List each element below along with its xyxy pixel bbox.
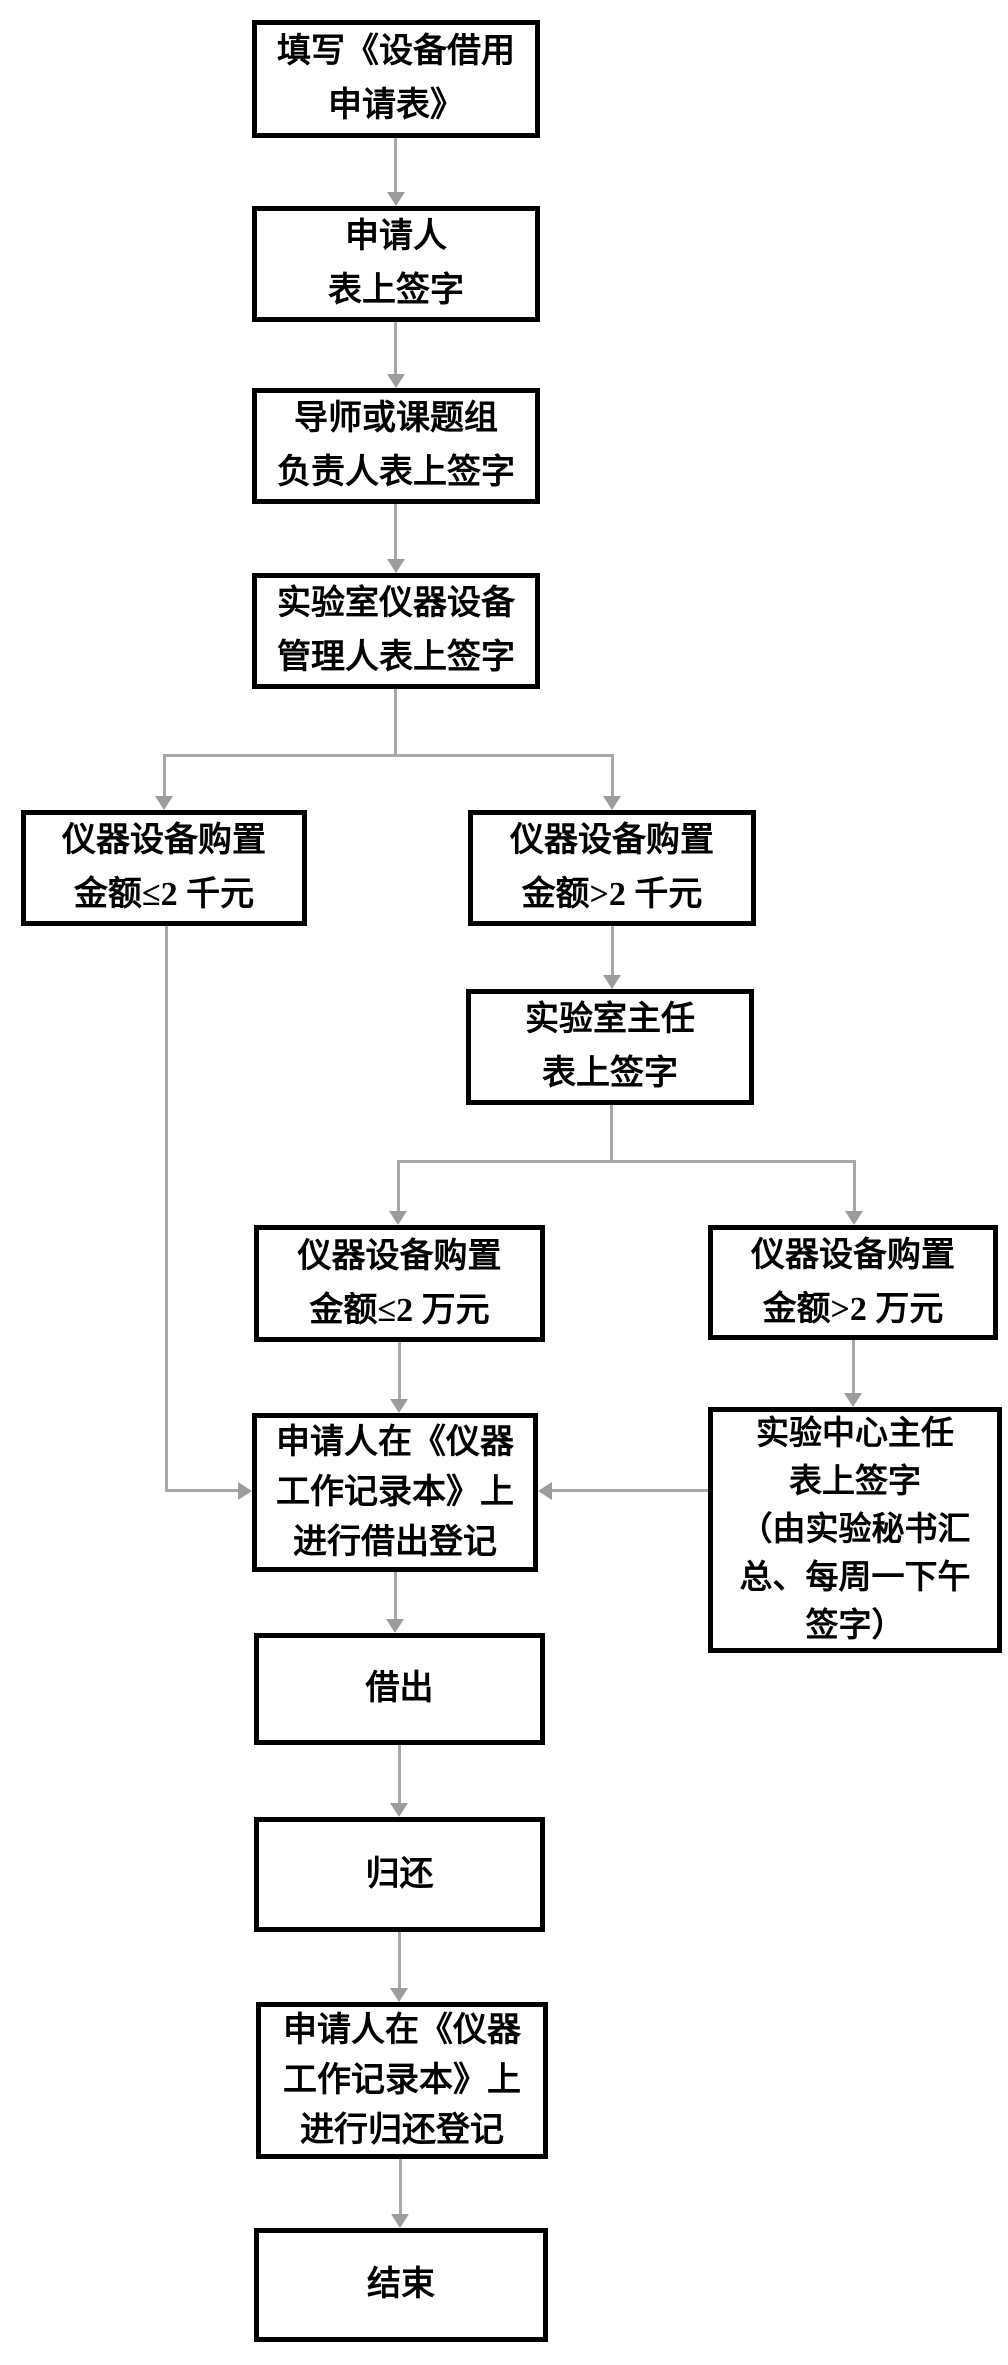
node-lend-register: 申请人在《仪器 工作记录本》上 进行借出登记 <box>252 1413 538 1572</box>
connector-labmanager-to-split1 <box>394 689 397 757</box>
arrowhead-down-icon <box>390 1988 408 2002</box>
node-supervisor-sign-line2: 负责人表上签字 <box>277 454 515 491</box>
node-return-register-line2: 工作记录本》上 <box>283 2061 521 2099</box>
split1-horizontal-line <box>164 754 614 757</box>
node-amount-le-2k: 仪器设备购置 金额≤2 千元 <box>21 810 307 926</box>
bypass-horizontal-line <box>165 1489 238 1492</box>
arrowhead-down-icon <box>390 1399 408 1413</box>
node-fill-form: 填写《设备借用 申请表》 <box>252 20 540 138</box>
arrowhead-down-icon <box>155 796 173 810</box>
node-amount-le-20k-line1: 仪器设备购置 <box>297 1237 502 1275</box>
arrowhead-down-icon <box>844 1393 862 1407</box>
arrowhead-down-icon <box>387 374 405 388</box>
node-lab-manager-sign-line1: 实验室仪器设备 <box>277 585 515 622</box>
node-lend-register-line2: 工作记录本》上 <box>276 1473 514 1511</box>
node-amount-le-2k-line1: 仪器设备购置 <box>62 822 266 859</box>
arrowhead-down-icon <box>390 1803 408 1817</box>
node-amount-le-20k-line2: 金额≤2 万元 <box>309 1291 490 1329</box>
node-return-register-line1: 申请人在《仪器 <box>283 2011 521 2049</box>
split2-horizontal-line <box>398 1160 856 1163</box>
node-supervisor-sign: 导师或课题组 负责人表上签字 <box>252 388 540 504</box>
node-amount-gt-20k-line1: 仪器设备购置 <box>751 1236 955 1274</box>
node-return-line1: 归还 <box>365 1855 434 1893</box>
node-return: 归还 <box>254 1817 545 1932</box>
node-center-director-sign-line5: 签字） <box>805 1608 905 1644</box>
node-amount-gt-2k: 仪器设备购置 金额>2 千元 <box>468 810 756 926</box>
connector-applicant-to-supervisor <box>394 322 397 375</box>
connector-le20k-to-lendregister <box>398 1342 401 1399</box>
arrowhead-down-icon <box>389 1211 407 1225</box>
node-lab-manager-sign-line2: 管理人表上签字 <box>277 639 515 676</box>
bypass-vertical-line <box>165 926 168 1492</box>
node-end-line1: 结束 <box>367 2266 435 2303</box>
arrowhead-down-icon <box>845 1211 863 1225</box>
node-return-register: 申请人在《仪器 工作记录本》上 进行归还登记 <box>256 2002 548 2159</box>
node-lab-director-sign-line1: 实验室主任 <box>525 1001 695 1038</box>
arrowhead-down-icon <box>387 192 405 206</box>
split1-left-drop <box>163 754 166 796</box>
arrowhead-left-icon <box>538 1482 552 1500</box>
arrowhead-down-icon <box>386 1619 404 1633</box>
node-amount-gt-20k: 仪器设备购置 金额>2 万元 <box>708 1225 998 1340</box>
node-amount-le-20k: 仪器设备购置 金额≤2 万元 <box>254 1225 545 1342</box>
node-end: 结束 <box>254 2228 548 2342</box>
node-return-register-line3: 进行归还登记 <box>300 2111 504 2149</box>
split2-left-drop <box>397 1160 400 1211</box>
arrowhead-down-icon <box>603 796 621 810</box>
connector-lendout-to-return <box>398 1745 401 1803</box>
node-center-director-sign: 实验中心主任 表上签字 （由实验秘书汇 总、每周一下午 签字） <box>708 1407 1002 1653</box>
node-lab-director-sign: 实验室主任 表上签字 <box>466 989 754 1105</box>
node-amount-gt-2k-line2: 金额>2 千元 <box>521 876 703 913</box>
node-lab-director-sign-line2: 表上签字 <box>542 1055 678 1092</box>
arrowhead-right-icon <box>238 1482 252 1500</box>
connector-labdirector-to-split2 <box>610 1105 613 1163</box>
node-fill-form-line2: 申请表》 <box>328 87 464 124</box>
connector-returnregister-to-end <box>399 2159 402 2214</box>
connector-lendregister-to-lendout <box>394 1572 397 1619</box>
node-lab-manager-sign: 实验室仪器设备 管理人表上签字 <box>252 573 540 689</box>
arrowhead-down-icon <box>391 2214 409 2228</box>
node-supervisor-sign-line1: 导师或课题组 <box>294 400 498 437</box>
node-lend-out: 借出 <box>254 1633 545 1745</box>
arrowhead-down-icon <box>603 975 621 989</box>
node-applicant-sign-line2: 表上签字 <box>328 272 464 309</box>
node-amount-le-2k-line2: 金额≤2 千元 <box>73 876 255 913</box>
node-center-director-sign-line4: 总、每周一下午 <box>739 1560 971 1596</box>
split1-right-drop <box>611 754 614 796</box>
connector-centerdirector-to-lendregister <box>552 1489 708 1492</box>
connector-return-to-returnregister <box>398 1932 401 1988</box>
node-applicant-sign-line1: 申请人 <box>345 218 447 255</box>
arrowhead-down-icon <box>387 559 405 573</box>
node-center-director-sign-line1: 实验中心主任 <box>756 1416 954 1452</box>
node-lend-out-line1: 借出 <box>365 1670 434 1707</box>
connector-gt20k-to-centerdirector <box>852 1340 855 1393</box>
node-lend-register-line3: 进行借出登记 <box>293 1523 497 1561</box>
node-lend-register-line1: 申请人在《仪器 <box>276 1423 514 1461</box>
node-amount-gt-20k-line2: 金额>2 万元 <box>762 1290 944 1328</box>
connector-fillform-to-applicant <box>394 138 397 193</box>
node-applicant-sign: 申请人 表上签字 <box>252 206 540 322</box>
node-center-director-sign-line2: 表上签字 <box>789 1464 921 1500</box>
connector-supervisor-to-labmanager <box>394 504 397 560</box>
node-center-director-sign-line3: （由实验秘书汇 <box>739 1512 971 1548</box>
split2-right-drop <box>853 1160 856 1211</box>
node-amount-gt-2k-line1: 仪器设备购置 <box>510 822 714 859</box>
connector-gt2k-to-labdirector <box>611 926 614 975</box>
node-fill-form-line1: 填写《设备借用 <box>277 33 515 70</box>
